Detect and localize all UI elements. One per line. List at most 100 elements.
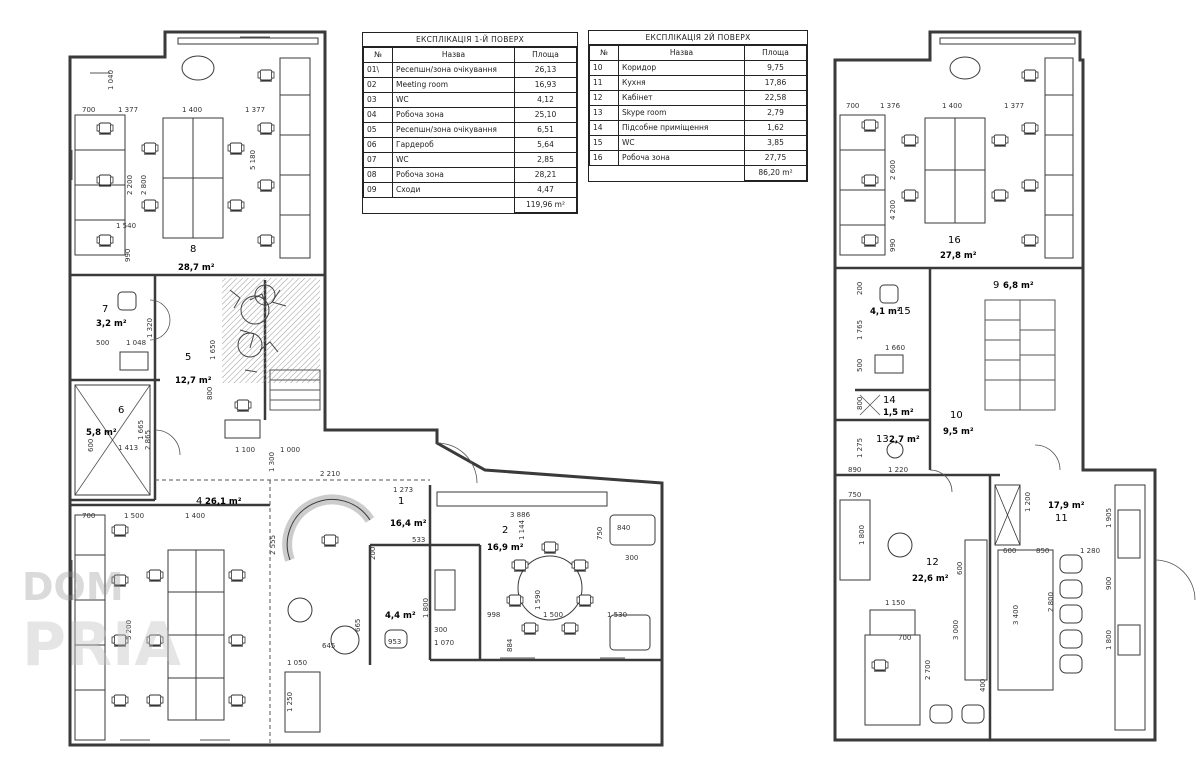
dim-label: 2 800 — [140, 175, 148, 195]
dim-label: 840 — [617, 524, 630, 532]
total-area: 86,20 m² — [744, 165, 807, 181]
dim-label: 990 — [124, 249, 132, 262]
room-num-6: 6 — [118, 405, 124, 416]
dim-label: 800 — [856, 397, 864, 410]
dim-label: 1 530 — [607, 611, 627, 619]
col-header: Площа — [744, 45, 807, 61]
dim-label: 500 — [856, 359, 864, 372]
cell: 16,93 — [514, 77, 577, 93]
cell: Meeting room — [392, 77, 515, 93]
dim-label: 4 200 — [889, 200, 897, 220]
cell: 5,64 — [514, 137, 577, 153]
table-title: ЕКСПЛІКАЦІЯ 2Й ПОВЕРХ — [589, 31, 807, 45]
cell: Робоча зона — [392, 107, 515, 123]
col-header: Назва — [392, 47, 515, 63]
room-area-3: 4,4 m² — [385, 611, 416, 621]
dim-label: 1 377 — [1004, 102, 1024, 110]
dim-label: 1 150 — [885, 599, 905, 607]
room-area-11: 17,9 m² — [1048, 501, 1085, 511]
cell: Кухня — [618, 75, 745, 91]
cell: WC — [392, 92, 515, 108]
room-num-14: 14 — [883, 395, 896, 406]
dim-label: 700 — [846, 102, 859, 110]
cell: 10 — [589, 60, 619, 76]
dim-label: 900 — [1105, 577, 1113, 590]
dim-label: 2 200 — [126, 175, 134, 195]
col-header: № — [363, 47, 393, 63]
room-area-5: 12,7 m² — [175, 376, 212, 386]
cell: 4,47 — [514, 182, 577, 198]
dim-label: 1 400 — [942, 102, 962, 110]
room-labels: 8 28,7 m² 7 3,2 m² 5 12,7 m² 6 5,8 m² 4 … — [86, 235, 1085, 621]
dim-label: 1 400 — [182, 106, 202, 114]
dim-label: 1 273 — [393, 486, 413, 494]
dim-label: 1 400 — [185, 512, 205, 520]
cell: 28,21 — [514, 167, 577, 183]
dim-label: 700 — [898, 634, 911, 642]
cell: 4,12 — [514, 92, 577, 108]
room-num-4: 4 — [196, 496, 202, 507]
dim-label: 1 800 — [858, 525, 866, 545]
dim-label: 3 000 — [952, 620, 960, 640]
cell: Skype room — [618, 105, 745, 121]
dim-label: 1 540 — [116, 222, 136, 230]
dim-label: 1 300 — [268, 452, 276, 472]
dim-label: 750 — [848, 491, 861, 499]
cell: 03 — [363, 92, 393, 108]
dim-label: 1 376 — [880, 102, 901, 110]
cell: 2,85 — [514, 152, 577, 168]
dim-label: 533 — [412, 536, 425, 544]
room-area-1: 16,4 m² — [390, 519, 427, 529]
dim-label: 1 100 — [235, 446, 255, 454]
cell: 12 — [589, 90, 619, 106]
dim-label: 1 590 — [534, 590, 542, 610]
dim-label: 665 — [354, 619, 362, 632]
room-num-1: 1 — [398, 496, 404, 507]
dim-label: 1 070 — [434, 639, 454, 647]
cell: WC — [392, 152, 515, 168]
dim-label: 1 650 — [209, 340, 217, 360]
cell: 26,13 — [514, 62, 577, 78]
dim-label: 700 — [82, 106, 95, 114]
room-num-12: 12 — [926, 557, 939, 568]
table-header-row: № Назва Площа — [589, 45, 807, 61]
cell: 3,85 — [744, 135, 807, 151]
dim-label: 800 — [206, 387, 214, 400]
table-header-row: № Назва Площа — [363, 47, 577, 63]
room-area-12: 22,6 m² — [912, 574, 949, 584]
cell: 6,51 — [514, 122, 577, 138]
room-num-8: 8 — [190, 244, 196, 255]
room-num-2: 2 — [502, 525, 508, 536]
room-num-7: 7 — [102, 304, 108, 315]
dim-label: 400 — [979, 679, 987, 692]
dim-label: 600 — [956, 562, 964, 575]
dim-label: 1 280 — [1080, 547, 1100, 555]
dim-label: 200 — [369, 547, 377, 560]
room-area-2: 16,9 m² — [487, 543, 524, 553]
dim-label: 990 — [889, 239, 897, 252]
dim-label: 1 048 — [126, 339, 146, 347]
cell: 07 — [363, 152, 393, 168]
dim-label: 1 800 — [422, 598, 430, 618]
floor-2 — [833, 30, 1196, 742]
cell: 01\ — [363, 62, 393, 78]
room-area-13: 2,7 m² — [889, 435, 920, 445]
cell: 02 — [363, 77, 393, 93]
cell: Робоча зона — [392, 167, 515, 183]
room-num-10: 10 — [950, 410, 963, 421]
table-total-row: 119,96 m² — [364, 197, 577, 213]
cell: 2,79 — [744, 105, 807, 121]
dim-label: 1 905 — [1105, 508, 1113, 528]
dim-label: 300 — [434, 626, 447, 634]
dim-label: 1 500 — [543, 611, 563, 619]
cell: 27,75 — [744, 150, 807, 166]
